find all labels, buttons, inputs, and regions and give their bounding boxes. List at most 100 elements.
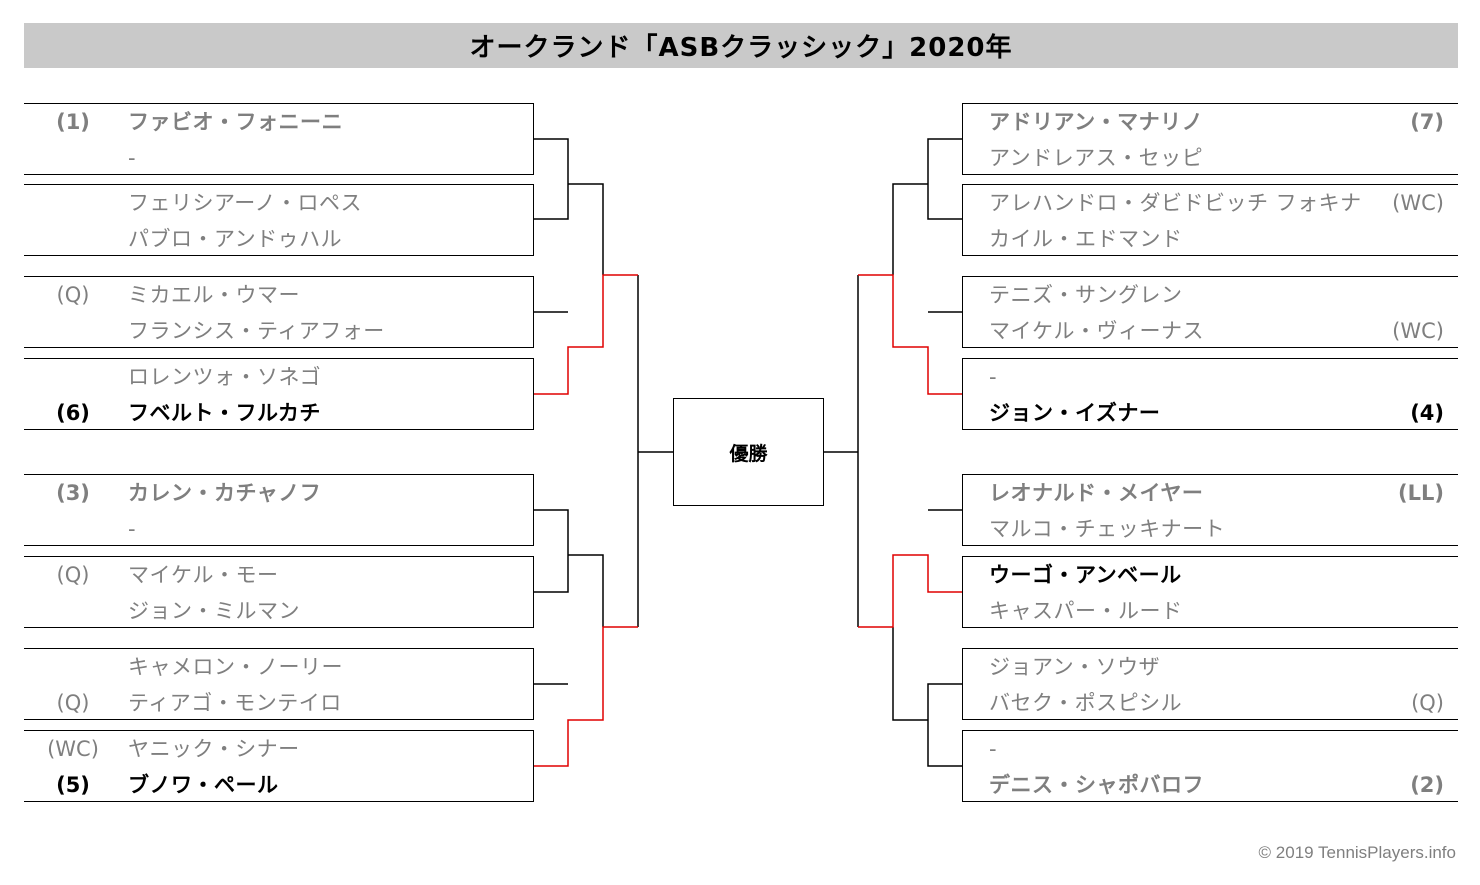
match-pair: (Q) ミカエル・ウマーフランシス・ティアフォー: [24, 276, 534, 348]
player-row: キャメロン・ノーリー: [24, 649, 533, 685]
player-row: (6)フベルト・フルカチ: [24, 395, 533, 431]
player-row: テニズ・サングレン: [963, 277, 1458, 313]
player-row: -: [24, 511, 533, 547]
player-name: バセク・ポスピシル: [989, 691, 1183, 715]
player-row: ロレンツォ・ソネゴ: [24, 359, 533, 395]
player-name: マイケル・モー: [128, 563, 279, 587]
player-row: フェリシアーノ・ロペス: [24, 185, 533, 221]
player-name: ジョン・イズナー: [989, 401, 1161, 425]
player-row: (5) ブノワ・ペール: [24, 767, 533, 803]
player-name: ミカエル・ウマー: [128, 283, 300, 307]
player-seed: [24, 221, 122, 257]
match-pair: フェリシアーノ・ロペスパブロ・アンドゥハル: [24, 184, 534, 256]
player-name: マルコ・チェッキナート: [989, 517, 1226, 541]
player-row: フランシス・ティアフォー: [24, 313, 533, 349]
player-seed: (WC): [1392, 191, 1444, 215]
player-seed: (WC): [1392, 319, 1444, 343]
winner-path: [858, 554, 962, 628]
player-seed: (Q): [56, 691, 90, 715]
match-pair: (LL) レオナルド・メイヤーマルコ・チェッキナート: [962, 474, 1458, 546]
match-pair: ロレンツォ・ソネゴ(6)フベルト・フルカチ: [24, 358, 534, 430]
match-pair: - (4) ジョン・イズナー: [962, 358, 1458, 430]
bracket-line: [568, 554, 604, 627]
player-name: アンドレアス・セッピ: [989, 146, 1204, 170]
player-row: カイル・エドマンド: [963, 221, 1458, 257]
match-pair: -(2)デニス・シャポバロフ: [962, 730, 1458, 802]
match-pair: (1)ファビオ・フォニーニ -: [24, 103, 534, 175]
player-name: -: [128, 146, 137, 170]
player-row: (2)デニス・シャポバロフ: [963, 767, 1458, 803]
player-seed: [24, 511, 122, 547]
player-row: ジョアン・ソウザ: [963, 649, 1458, 685]
player-name: パブロ・アンドゥハル: [128, 227, 343, 251]
player-row: (Q) ミカエル・ウマー: [24, 277, 533, 313]
player-name: -: [989, 365, 998, 389]
player-seed: [24, 185, 122, 221]
copyright: © 2019 TennisPlayers.info: [1258, 843, 1456, 862]
player-name: レオナルド・メイヤー: [989, 481, 1204, 505]
player-name: フベルト・フルカチ: [128, 401, 321, 425]
player-name: マイケル・ヴィーナス: [989, 319, 1204, 343]
player-name: アドリアン・マナリノ: [989, 110, 1204, 134]
player-seed: (7): [1410, 110, 1444, 134]
player-name: -: [128, 517, 137, 541]
player-seed: (WC): [47, 737, 99, 761]
player-row: -: [963, 731, 1458, 767]
player-row: (WC) マイケル・ヴィーナス: [963, 313, 1458, 349]
player-seed: [24, 313, 122, 349]
match-pair: (7) アドリアン・マナリノアンドレアス・セッピ: [962, 103, 1458, 175]
player-row: (WC)ヤニック・シナー: [24, 731, 533, 767]
winner-box: 優勝: [673, 398, 824, 506]
player-seed: [24, 593, 122, 629]
match-pair: (WC) アレハンドロ・ダビドビッチ フォキナカイル・エドマンド: [962, 184, 1458, 256]
bracket-line: [927, 683, 962, 767]
player-seed: (LL): [1398, 481, 1444, 505]
player-seed: [24, 140, 122, 176]
player-name: ウーゴ・アンベール: [989, 563, 1182, 587]
player-row: -: [24, 140, 533, 176]
winner-path: [858, 274, 962, 395]
title-bar: オークランド「ASBクラッシック」2020年: [24, 23, 1458, 68]
bracket-line: [534, 138, 569, 220]
player-name: ファビオ・フォニーニ: [128, 110, 343, 134]
player-name: テニズ・サングレン: [989, 283, 1183, 307]
player-name: ブノワ・ペール: [128, 773, 279, 797]
player-row: (1)ファビオ・フォニーニ: [24, 104, 533, 140]
match-pair: テニズ・サングレン (WC) マイケル・ヴィーナス: [962, 276, 1458, 348]
match-pair: ウーゴ・アンベールキャスパー・ルード: [962, 556, 1458, 628]
player-row: パブロ・アンドゥハル: [24, 221, 533, 257]
match-pair: ジョアン・ソウザ(Q)バセク・ポスピシル: [962, 648, 1458, 720]
player-seed: (5): [56, 773, 90, 797]
player-row: (7) アドリアン・マナリノ: [963, 104, 1458, 140]
player-name: ティアゴ・モンテイロ: [128, 691, 342, 715]
player-name: キャメロン・ノーリー: [128, 655, 343, 679]
player-seed: [24, 359, 122, 395]
player-row: (3) カレン・カチャノフ: [24, 475, 533, 511]
player-row: (WC) アレハンドロ・ダビドビッチ フォキナ: [963, 185, 1458, 221]
player-name: フェリシアーノ・ロペス: [128, 191, 362, 215]
player-row: ジョン・ミルマン: [24, 593, 533, 629]
match-pair: (Q)マイケル・モージョン・ミルマン: [24, 556, 534, 628]
player-row: (Q)マイケル・モー: [24, 557, 533, 593]
player-row: (LL) レオナルド・メイヤー: [963, 475, 1458, 511]
player-seed: [24, 649, 122, 685]
player-seed: (2): [1410, 773, 1444, 797]
player-row: マルコ・チェッキナート: [963, 511, 1458, 547]
player-seed: (Q): [56, 283, 90, 307]
match-pair: (3) カレン・カチャノフ -: [24, 474, 534, 546]
player-name: アレハンドロ・ダビドビッチ フォキナ: [989, 191, 1362, 215]
bracket-line: [927, 138, 962, 220]
bracket-line: [892, 627, 928, 721]
winner-label: 優勝: [729, 442, 768, 465]
player-seed: (3): [56, 481, 90, 505]
player-name: カイル・エドマンド: [989, 227, 1183, 251]
player-seed: (4): [1410, 401, 1444, 425]
player-row: (Q)バセク・ポスピシル: [963, 685, 1458, 721]
player-name: カレン・カチャノフ: [128, 481, 322, 505]
page-title: オークランド「ASBクラッシック」2020年: [469, 33, 1013, 63]
player-row: ウーゴ・アンベール: [963, 557, 1458, 593]
player-row: (Q) ティアゴ・モンテイロ: [24, 685, 533, 721]
player-row: キャスパー・ルード: [963, 593, 1458, 629]
winner-path: [534, 626, 638, 767]
player-name: フランシス・ティアフォー: [128, 319, 385, 343]
